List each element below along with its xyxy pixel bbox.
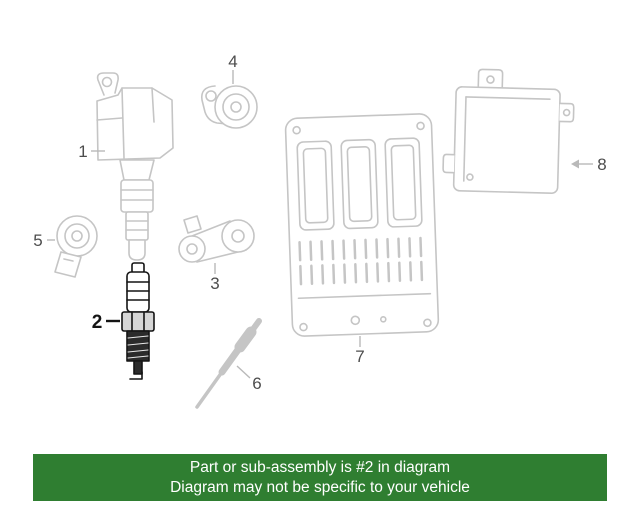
callout-3[interactable]: 3 [210,274,219,293]
selection-banner: Part or sub-assembly is #2 in diagram Di… [33,454,607,501]
module-bracket-icon [442,68,575,195]
callout-1[interactable]: 1 [78,142,87,161]
engine-control-module-icon [284,113,440,337]
position-sensor-icon [178,215,255,263]
callout-2[interactable]: 2 [92,312,103,333]
callout-numbers: 1 2 3 4 5 6 7 8 [33,52,606,393]
callout-8[interactable]: 8 [597,155,606,174]
callout-5[interactable]: 5 [33,231,42,250]
banner-line-2: Diagram may not be specific to your vehi… [170,478,470,496]
leader-lines [47,70,593,379]
callout-6[interactable]: 6 [252,374,261,393]
banner-line-1: Part or sub-assembly is #2 in diagram [189,458,451,476]
glow-plug-icon [195,318,262,409]
ignition-coil-icon [96,72,174,261]
callout-4[interactable]: 4 [228,52,237,71]
knock-sensor-icon [54,215,98,278]
camshaft-sensor-icon [200,85,258,129]
spark-plug-icon [121,262,155,380]
parts-diagram: 1 2 3 4 5 6 7 8 [33,52,607,409]
callout-7[interactable]: 7 [355,347,364,366]
